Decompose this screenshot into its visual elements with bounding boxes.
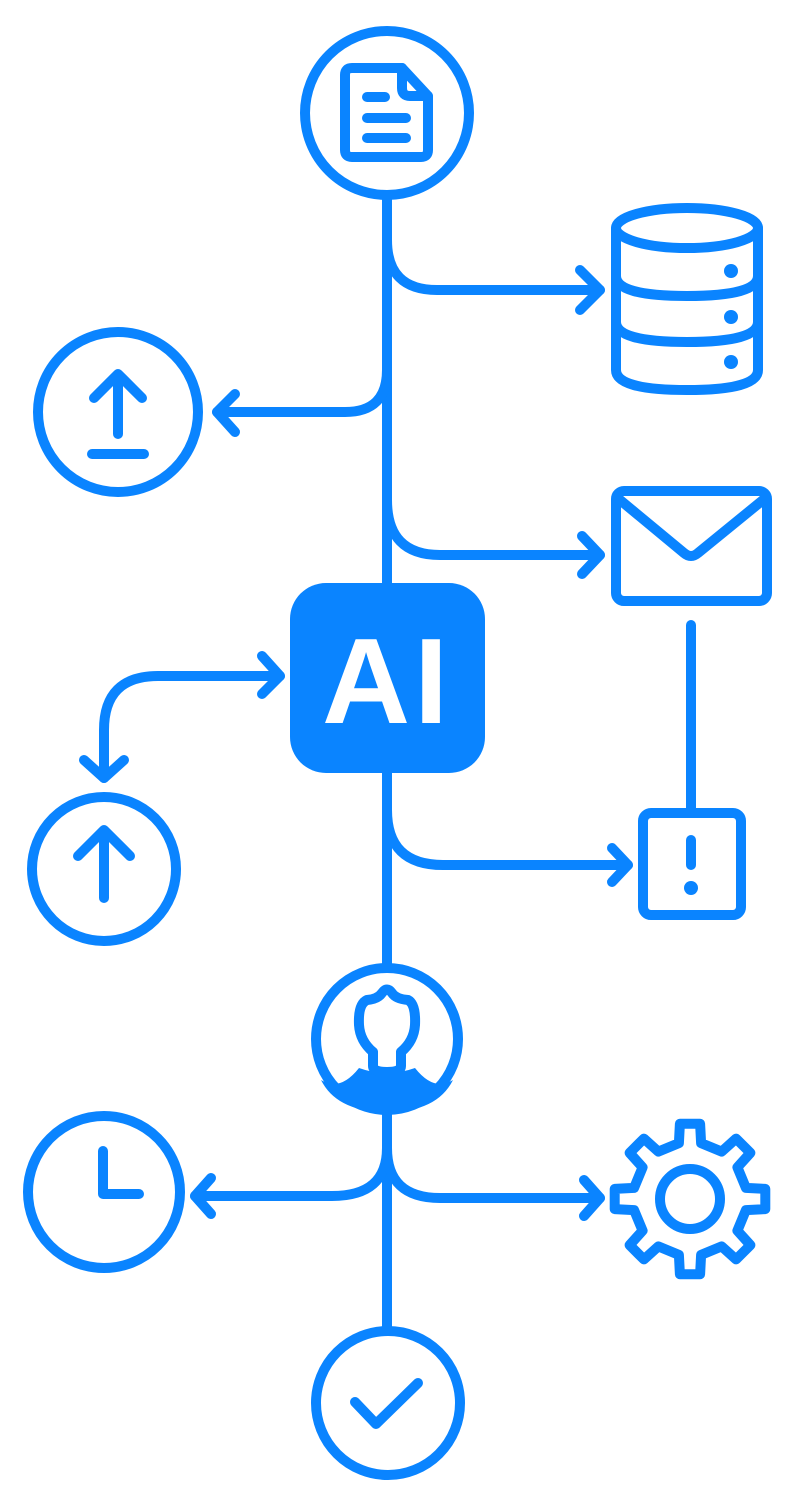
arrowhead-upload — [212, 389, 240, 437]
upload-left-node-circle — [27, 792, 181, 946]
ai-label: AI — [322, 613, 452, 749]
edge-user-settings — [382, 1143, 605, 1203]
check-node-circle — [311, 1326, 465, 1480]
upload-icon — [87, 369, 149, 459]
edge-document-upload — [212, 365, 392, 417]
alert-node[interactable] — [638, 808, 746, 920]
edge-ai-upload-left — [99, 671, 285, 783]
check-node[interactable] — [311, 1326, 465, 1480]
email-node[interactable] — [611, 486, 772, 606]
database-node[interactable] — [611, 203, 763, 395]
document-node-circle — [300, 26, 474, 200]
document-icon — [340, 63, 433, 162]
alert-icon — [638, 808, 746, 920]
user-icon — [321, 984, 453, 1112]
upload-node-circle — [33, 327, 203, 497]
edge-document-email — [382, 495, 605, 560]
edge-document-database — [382, 235, 605, 295]
gear-icon — [609, 1118, 771, 1280]
arrowhead-database — [575, 265, 605, 315]
edge-ai-alert — [382, 805, 633, 870]
arrowhead-clock — [190, 1173, 216, 1219]
upload-node[interactable] — [33, 327, 203, 497]
clock-node-circle — [23, 1111, 185, 1273]
arrowhead-upload-left-in — [79, 755, 129, 783]
check-circle-icon — [350, 1378, 423, 1429]
mail-icon — [611, 486, 772, 606]
arrowhead-settings — [579, 1175, 605, 1221]
clock-node[interactable] — [23, 1111, 185, 1273]
arrow-up-circle-icon — [73, 825, 135, 903]
ai-chip-icon — [290, 583, 485, 773]
arrowhead-ai-in — [257, 651, 285, 699]
upload-left-node[interactable] — [27, 792, 181, 946]
arrowhead-email — [577, 531, 605, 579]
edge-user-clock — [190, 1143, 392, 1201]
database-icon — [611, 203, 763, 395]
document-node[interactable] — [300, 26, 474, 200]
arrowhead-alert — [607, 843, 633, 887]
ai-node[interactable]: AI — [290, 583, 485, 773]
connectors — [79, 193, 696, 1335]
user-node[interactable] — [311, 963, 463, 1115]
settings-node[interactable] — [609, 1118, 771, 1280]
clock-icon — [98, 1146, 144, 1199]
